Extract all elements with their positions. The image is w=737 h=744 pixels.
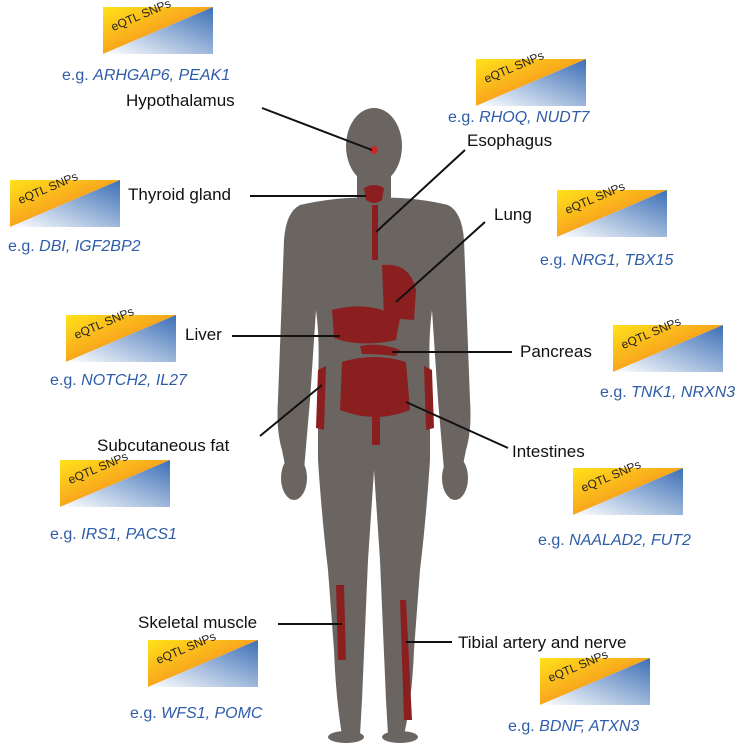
gene-example-thyroid: e.g. DBI, IGF2BP2: [8, 238, 141, 255]
leader-lines: [232, 107, 512, 643]
thyroid-organ: [364, 185, 384, 203]
fat-left-organ: [316, 366, 326, 430]
tibial-artery-organ: [400, 600, 412, 720]
leader-fat: [259, 384, 323, 437]
label-esophagus: Esophagus: [467, 131, 553, 150]
gene-example-tibial: e.g. BDNF, ATXN3: [508, 718, 640, 735]
liver-organ: [332, 306, 400, 344]
gene-example-liver: e.g. NOTCH2, IL27: [50, 372, 187, 389]
gene-example-skeletal-muscle: e.g. WFS1, POMC: [130, 705, 263, 722]
eqtl-box-intestines: eQTL SNPs: [573, 457, 683, 515]
eqtl-box-liver: eQTL SNPs: [66, 304, 176, 362]
gene-example-esophagus: e.g. RHOQ, NUDT7: [448, 109, 590, 126]
label-pancreas: Pancreas: [520, 342, 592, 361]
leader-esophagus: [375, 149, 466, 233]
leader-lung: [395, 221, 486, 303]
eqtl-box-hypothalamus: eQTL SNPs: [103, 0, 213, 54]
eqtl-box-thyroid: eQTL SNPs: [10, 169, 120, 227]
label-thyroid: Thyroid gland: [128, 185, 232, 204]
gene-example-hypothalamus: e.g. ARHGAP6, PEAK1: [62, 67, 231, 84]
right-hand: [442, 456, 468, 500]
leader-intestines: [405, 401, 509, 449]
pancreas-organ: [360, 344, 400, 356]
label-skeletal-muscle: Skeletal muscle: [138, 613, 258, 632]
label-tibial-artery-nerve: Tibial artery and nerve: [458, 633, 627, 652]
skeletal-muscle-organ: [336, 585, 346, 660]
label-intestines: Intestines: [512, 442, 585, 461]
label-hypothalamus: Hypothalamus: [126, 91, 235, 110]
label-liver: Liver: [185, 325, 222, 344]
leader-hypothalamus: [261, 107, 373, 151]
eqtl-box-lung: eQTL SNPs: [557, 179, 667, 237]
gene-example-pancreas: e.g. TNK1, NRXN3: [600, 384, 736, 401]
eqtl-box-skeletal-muscle: eQTL SNPs: [148, 629, 258, 687]
esophagus-organ: [372, 205, 378, 260]
gene-example-subcutaneous-fat: e.g. IRS1, PACS1: [50, 526, 177, 543]
eqtl-box-pancreas: eQTL SNPs: [613, 314, 723, 372]
eqtl-box-esophagus: eQTL SNPs: [476, 48, 586, 106]
gene-example-lung: e.g. NRG1, TBX15: [540, 252, 674, 269]
left-foot: [328, 731, 364, 743]
eqtl-box-tibial: eQTL SNPs: [540, 647, 650, 705]
intestines-organ: [340, 357, 410, 417]
left-hand: [281, 456, 307, 500]
body-silhouette: [277, 108, 471, 743]
lung-organ: [382, 264, 416, 320]
hypothalamus-dot: [370, 146, 378, 154]
label-lung: Lung: [494, 205, 532, 224]
colon-organ: [372, 410, 380, 445]
torso: [277, 197, 471, 736]
gene-example-intestines: e.g. NAALAD2, FUT2: [538, 532, 691, 549]
right-foot: [382, 731, 418, 743]
label-subcutaneous-fat: Subcutaneous fat: [97, 436, 230, 455]
eqtl-box-subcutaneous-fat: eQTL SNPs: [60, 449, 170, 507]
